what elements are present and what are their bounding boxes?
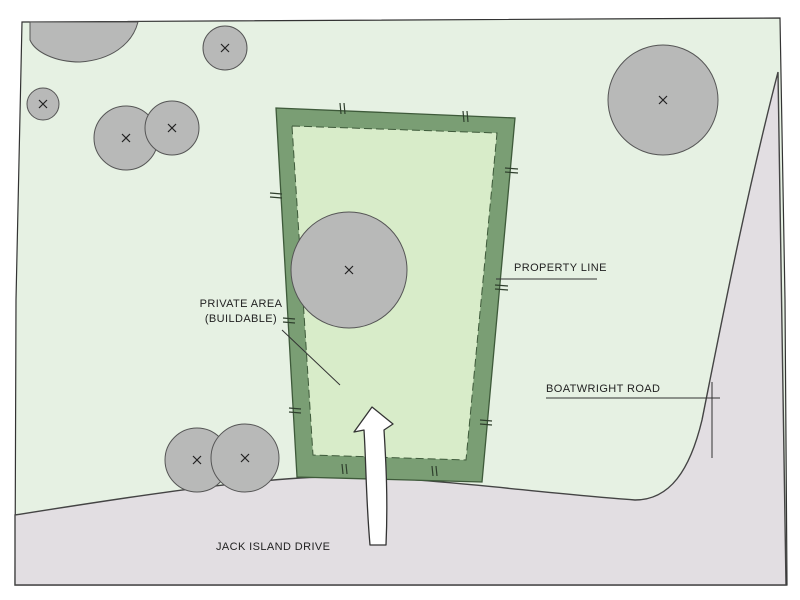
boatwright-road-label: BOATWRIGHT ROAD <box>546 383 661 395</box>
private-area-label-line1: PRIVATE AREA <box>199 298 283 310</box>
tree-cluster-left <box>93 100 200 171</box>
property-line-ticks <box>269 102 519 477</box>
property-line-label: PROPERTY LINE <box>514 262 607 274</box>
road-area <box>14 71 787 586</box>
leader-private-area <box>281 329 341 386</box>
tree-on-lot <box>290 211 408 329</box>
jack-island-drive-label: JACK ISLAND DRIVE <box>216 541 331 553</box>
tree-small-1 <box>202 25 248 71</box>
private-area-label-line2: (BUILDABLE) <box>204 313 278 325</box>
private-area-label: PRIVATE AREA (BUILDABLE) <box>196 297 286 327</box>
tree-large-right <box>607 44 719 156</box>
tree-cluster-bottom <box>164 423 280 493</box>
entry-arrow-icon <box>353 406 394 546</box>
tree-small-2 <box>26 87 60 121</box>
tree-top-left <box>29 21 139 63</box>
